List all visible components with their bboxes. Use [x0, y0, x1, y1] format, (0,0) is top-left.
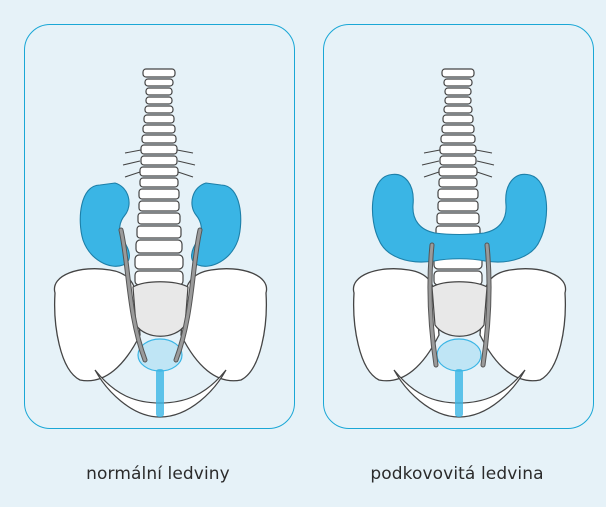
horseshoe-kidney-illustration — [324, 25, 594, 429]
pelvis — [54, 269, 266, 417]
caption-normal-kidneys: normální ledviny — [8, 464, 308, 484]
panel-normal-kidneys — [24, 24, 295, 429]
caption-horseshoe-kidney: podkovovitá ledvina — [307, 464, 606, 484]
spine — [123, 69, 195, 285]
panel-horseshoe-kidney — [323, 24, 594, 429]
pelvis — [353, 269, 565, 417]
normal-kidneys-illustration — [25, 25, 295, 429]
